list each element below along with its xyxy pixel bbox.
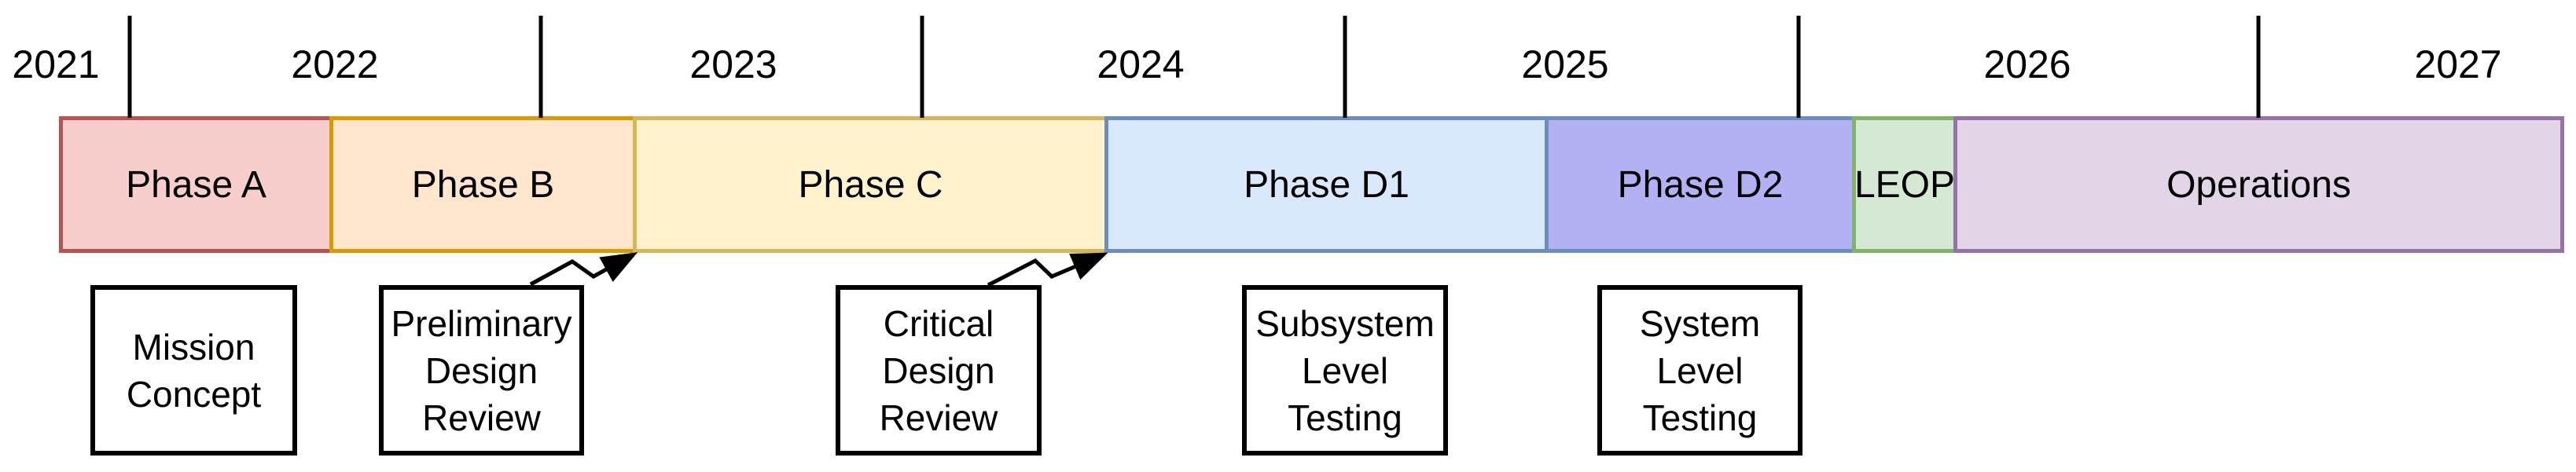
phase-label-phase-c: Phase C bbox=[798, 163, 943, 206]
phase-segment-phase-c: Phase C bbox=[633, 116, 1108, 253]
milestone-label-line: Concept bbox=[126, 373, 262, 415]
milestone-label-line: Critical bbox=[883, 302, 994, 344]
year-label-2024: 2024 bbox=[1097, 42, 1185, 86]
year-label-2021: 2021 bbox=[12, 42, 100, 86]
phase-label-phase-b: Phase B bbox=[411, 163, 555, 206]
phase-label-phase-a: Phase A bbox=[126, 163, 266, 206]
milestone-label-line: Testing bbox=[1288, 397, 1402, 438]
year-label-2027: 2027 bbox=[2414, 42, 2502, 86]
phase-segment-phase-a: Phase A bbox=[59, 116, 333, 253]
year-label-2025: 2025 bbox=[1521, 42, 1609, 86]
zigzag-arrow-critical-design-review bbox=[987, 252, 1108, 287]
phase-segment-phase-b: Phase B bbox=[329, 116, 637, 253]
phase-segment-leop: LEOP bbox=[1852, 116, 1957, 253]
milestone-label-line: Testing bbox=[1642, 397, 1758, 438]
milestone-label-line: System bbox=[1639, 302, 1761, 344]
milestone-label-line: Level bbox=[1302, 349, 1388, 391]
phase-segment-phase-d1: Phase D1 bbox=[1104, 116, 1549, 253]
year-label-2022: 2022 bbox=[291, 42, 379, 86]
milestone-label-line: Design bbox=[424, 349, 538, 391]
milestone-label-line: Preliminary bbox=[391, 302, 572, 344]
milestone-label-line: Level bbox=[1656, 349, 1744, 391]
phase-label-phase-d2: Phase D2 bbox=[1617, 163, 1784, 206]
zigzag-arrow-preliminary-design-review bbox=[529, 252, 638, 287]
year-label-2023: 2023 bbox=[689, 42, 777, 86]
milestone-label-line: Review bbox=[879, 397, 998, 438]
phase-label-leop: LEOP bbox=[1854, 163, 1956, 206]
milestone-label-line: Subsystem bbox=[1255, 302, 1435, 344]
phase-label-phase-d1: Phase D1 bbox=[1244, 163, 1409, 206]
milestone-label-line: Review bbox=[422, 397, 541, 438]
milestone-label-line: Design bbox=[882, 349, 995, 391]
phase-segment-phase-d2: Phase D2 bbox=[1545, 116, 1856, 253]
year-label-2026: 2026 bbox=[1983, 42, 2071, 86]
milestone-label-line: Mission bbox=[132, 326, 255, 368]
phase-segment-operations: Operations bbox=[1953, 116, 2564, 253]
phase-label-operations: Operations bbox=[2166, 163, 2351, 206]
